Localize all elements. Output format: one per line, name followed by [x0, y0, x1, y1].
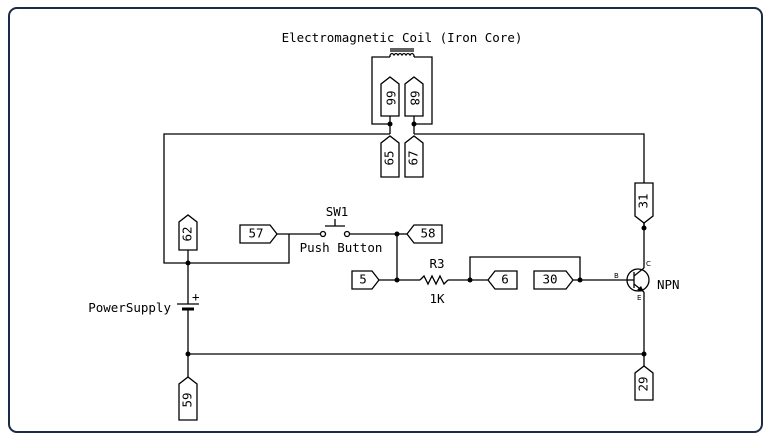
- svg-text:68: 68: [408, 90, 423, 105]
- resistor-r3: R3 1K: [419, 256, 470, 306]
- wire-left-loop: [163, 133, 390, 264]
- net-tag-62: 62: [178, 214, 198, 263]
- svg-text:6: 6: [501, 272, 509, 287]
- sw1-value: Push Button: [300, 240, 383, 255]
- junction: [185, 260, 191, 266]
- svg-text:67: 67: [406, 150, 421, 165]
- junction: [394, 277, 400, 283]
- svg-text:5: 5: [359, 272, 367, 287]
- svg-text:29: 29: [636, 376, 651, 391]
- power-plus: +: [192, 289, 200, 304]
- net-tag-65: 65: [380, 135, 400, 178]
- net-tag-57: 57: [239, 224, 320, 244]
- power-supply: + PowerSupply: [88, 263, 200, 354]
- net-tag-68: 68: [404, 76, 424, 117]
- sw1-ref: SW1: [326, 204, 349, 219]
- coil-title: Electromagnetic Coil (Iron Core): [282, 30, 523, 45]
- net-tag-31: 31: [634, 182, 654, 224]
- r3-value: 1K: [429, 291, 445, 306]
- wire-bridge: [469, 256, 581, 280]
- coil-symbol: [389, 48, 415, 57]
- coil-wires: [371, 56, 433, 134]
- net-tag-30: 30: [533, 270, 628, 290]
- switch-sw1: SW1 Push Button: [300, 204, 397, 255]
- svg-text:31: 31: [636, 193, 651, 208]
- svg-text:65: 65: [382, 150, 397, 165]
- svg-text:62: 62: [180, 226, 195, 241]
- power-label: PowerSupply: [88, 300, 171, 315]
- net-tag-59: 59: [178, 354, 198, 421]
- junction: [577, 277, 583, 283]
- net-tag-67: 67: [404, 135, 424, 178]
- svg-text:58: 58: [420, 226, 435, 241]
- r3-ref: R3: [429, 256, 444, 271]
- svg-text:66: 66: [384, 90, 399, 105]
- svg-text:E: E: [637, 294, 641, 302]
- net-tag-66: 66: [380, 76, 400, 117]
- npn-label: NPN: [657, 277, 680, 292]
- net-tag-6: 6: [470, 270, 518, 290]
- svg-text:C: C: [646, 260, 651, 268]
- svg-text:57: 57: [248, 226, 263, 241]
- frame-border: [8, 7, 763, 433]
- transistor-npn: B C E NPN: [614, 260, 680, 354]
- net-tag-58: 58: [397, 224, 443, 244]
- svg-text:59: 59: [180, 392, 195, 407]
- svg-text:30: 30: [542, 272, 557, 287]
- svg-text:B: B: [614, 272, 619, 280]
- net-tag-29: 29: [634, 354, 654, 401]
